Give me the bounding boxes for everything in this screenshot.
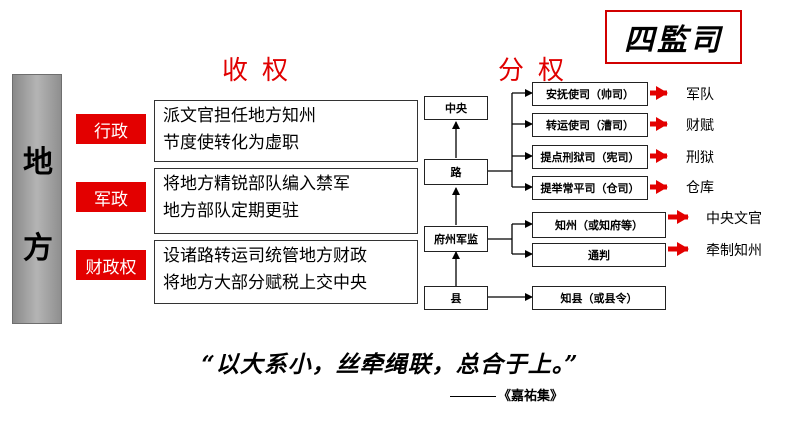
node-prefecture: 府州军监 — [424, 226, 488, 252]
duty-military: 军队 — [686, 87, 714, 103]
office-pacification: 安抚使司（帅司） — [532, 82, 648, 106]
office-granary: 提举常平司（仓司） — [532, 176, 648, 200]
measure-box-military: 将地方精锐部队编入禁军 地方部队定期更驻 — [154, 168, 418, 234]
measure-label-admin: 行政 — [76, 114, 146, 144]
measure-label-finance: 财政权 — [76, 250, 146, 280]
duty-granary: 仓库 — [686, 180, 714, 196]
heading-centralize: 收权 — [222, 56, 303, 86]
stamp-text: 四監司 — [624, 23, 723, 58]
measure-line: 节度使转化为虚职 — [163, 133, 299, 153]
measure-line: 地方部队定期更驻 — [163, 201, 299, 221]
quote-source: 《嘉祐集》 — [450, 385, 563, 404]
side-label-char-2: 方 — [23, 231, 53, 266]
office-prefect: 知州（或知府等） — [532, 212, 666, 238]
duty-finance: 财赋 — [686, 118, 714, 134]
node-county: 县 — [424, 286, 488, 310]
measure-line: 设诸路转运司统管地方财政 — [163, 246, 367, 266]
source-dash — [450, 396, 496, 397]
measure-box-finance: 设诸路转运司统管地方财政 将地方大部分赋税上交中央 — [154, 240, 418, 304]
measure-box-admin: 派文官担任地方知州 节度使转化为虚职 — [154, 100, 418, 162]
note-central-official: 中央文官 — [706, 211, 762, 227]
quote-text: “以大系小，丝牵绳联，总合于上。” — [201, 351, 579, 378]
note-check-prefect: 牵制知州 — [706, 243, 762, 259]
four-supervisors-stamp: 四監司 — [605, 10, 742, 64]
measure-line: 将地方大部分赋税上交中央 — [163, 273, 367, 293]
measure-label-military: 军政 — [76, 182, 146, 212]
source-title: 《嘉祐集》 — [498, 389, 564, 404]
measure-line: 派文官担任地方知州 — [163, 106, 316, 126]
duty-justice: 刑狱 — [686, 150, 714, 166]
side-label-char-1: 地 — [23, 145, 53, 180]
office-judicial: 提点刑狱司（宪司） — [532, 145, 648, 169]
node-central: 中央 — [424, 96, 488, 120]
region-side-label: 地 方 — [12, 74, 62, 324]
office-controller: 通判 — [532, 243, 666, 267]
office-transport: 转运使司（漕司） — [532, 113, 648, 137]
node-circuit: 路 — [424, 159, 488, 185]
measure-line: 将地方精锐部队编入禁军 — [163, 174, 350, 194]
office-magistrate: 知县（或县令） — [532, 286, 666, 310]
heading-divide: 分权 — [498, 56, 579, 86]
